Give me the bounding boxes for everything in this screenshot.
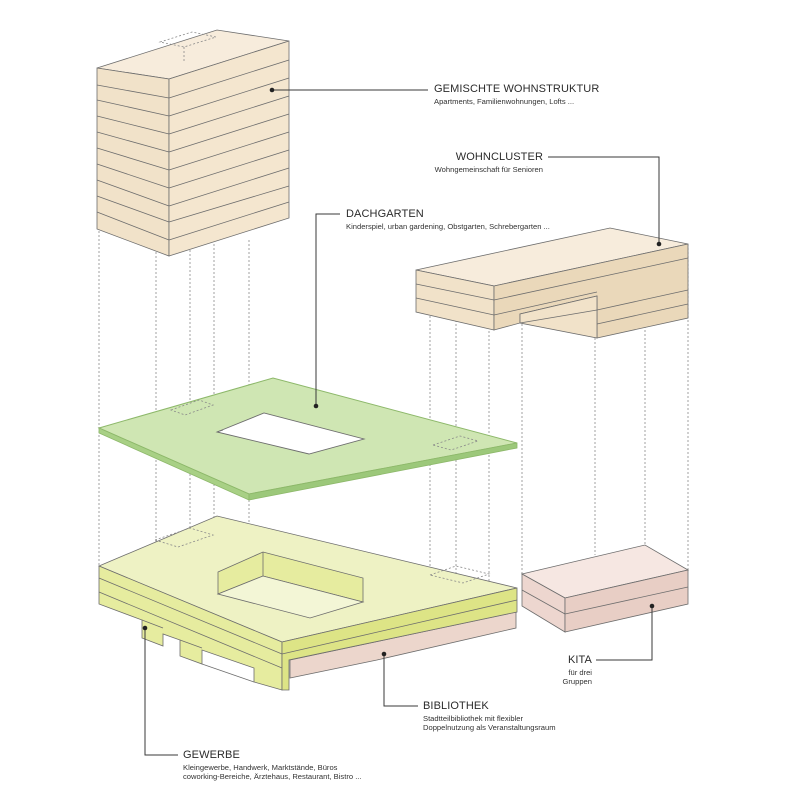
roof-edge-right [248, 442, 518, 501]
label-dachgarten: DACHGARTEN Kinderspiel, urban gardening,… [346, 208, 550, 231]
label-subtitle: Kinderspiel, urban gardening, Obstgarten… [346, 221, 550, 231]
label-subtitle: Stadtteilbibliothek mit flexibler [423, 713, 524, 723]
podium-courtyard-floor [216, 575, 365, 619]
cluster-wing [519, 295, 598, 339]
label-title: GEWERBE [183, 749, 240, 761]
residential-tower [96, 29, 290, 257]
label-title: DACHGARTEN [346, 208, 424, 220]
tower-floor-lines [96, 59, 290, 241]
label-title: KITA [567, 654, 592, 666]
dachgarten-slab [97, 377, 518, 501]
leader-lines [142, 87, 662, 756]
label-bibliothek: BIBLIOTHEK Stadtteilbibliothek mit flexi… [423, 700, 556, 733]
gewerbe-podium [97, 515, 518, 691]
label-gemischte-wohnstruktur: GEMISCHTE WOHNSTRUKTUR Apartments, Famil… [434, 83, 599, 106]
label-wohncluster: WOHNCLUSTER Wohngemeinschaft für Seniore… [433, 151, 543, 174]
tower-right-face [168, 40, 290, 257]
wohncluster-block [415, 227, 689, 339]
label-title: WOHNCLUSTER [455, 151, 543, 163]
podium-floor-lines [98, 577, 518, 683]
label-subtitle: Apartments, Familienwohnungen, Lofts ... [434, 96, 575, 106]
kita-front-right [564, 569, 689, 633]
label-title: BIBLIOTHEK [423, 700, 489, 712]
label-subtitle: Wohngemeinschaft für Senioren [434, 164, 543, 174]
kita-block [520, 544, 690, 633]
label-subtitle: coworking-Bereiche, Ärztehaus, Restauran… [183, 772, 362, 782]
label-gewerbe: GEWERBE Kleingewerbe, Handwerk, Marktstä… [183, 749, 362, 782]
label-subtitle: Doppelnutzung als Veranstaltungsraum [423, 723, 556, 733]
label-subtitle: für drei Gruppen [562, 667, 592, 687]
label-title: GEMISCHTE WOHNSTRUKTUR [434, 83, 600, 95]
label-subtitle: Kleingewerbe, Handwerk, Marktstände, Bür… [183, 762, 338, 772]
cluster-floor-lines [415, 257, 689, 325]
label-kita: KITA für drei Gruppen [540, 654, 592, 687]
roof-opening [215, 412, 366, 455]
